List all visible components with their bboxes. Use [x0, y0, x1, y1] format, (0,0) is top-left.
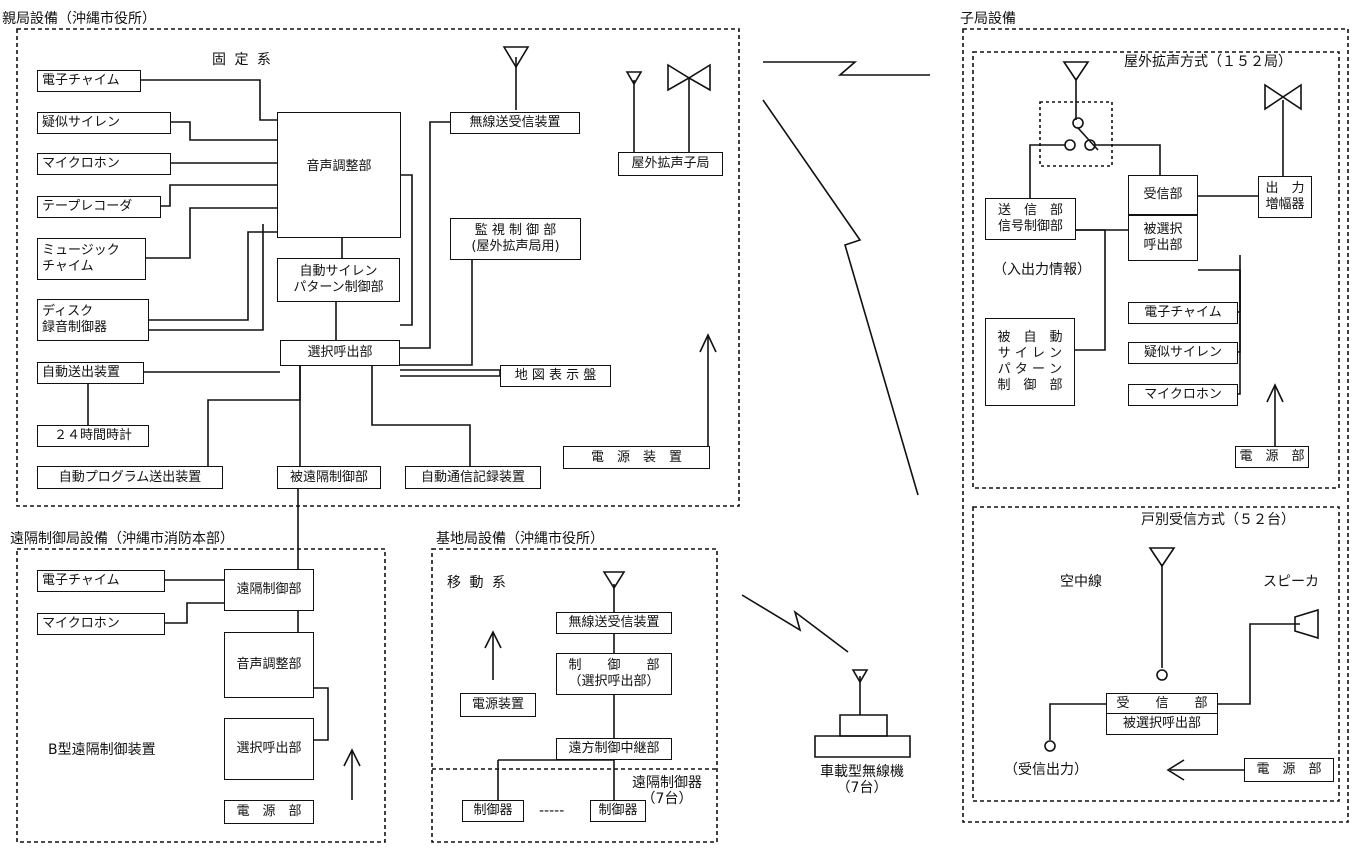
source-microphone: マイクロホン [37, 153, 171, 175]
outdoor-speaker-enclosure [972, 51, 1340, 489]
remote-audio-unit: 音声調整部 [224, 632, 314, 698]
child-station-enclosure [962, 28, 1349, 823]
remote-controlled-unit: 被遠隔制御部 [277, 466, 381, 489]
base-station-enclosure [431, 548, 718, 843]
controller-7: 制御器 [590, 800, 646, 822]
auto-sender: 自動送出装置 [37, 362, 144, 384]
speaker-label: スピーカ [1263, 574, 1319, 590]
base-power-supply: 電源装置 [460, 693, 536, 717]
parent-station-enclosure [16, 28, 740, 507]
controller-ellipsis: ----- [539, 803, 565, 819]
b-type-remote-device-label: B型遠隔制御装置 [48, 742, 156, 758]
source-pseudo-siren: 疑似サイレン [37, 112, 171, 134]
remote-electronic-chime: 電子チャイム [37, 570, 165, 592]
child-station-title: 子局設備 [960, 11, 1016, 27]
base-radio-transceiver: 無線送受信装置 [556, 612, 672, 634]
auto-program-sender: 自動プログラム送出装置 [37, 466, 223, 489]
child-microphone: マイクロホン [1128, 384, 1238, 406]
child-called-unit: 被選択 呼出部 [1128, 215, 1198, 261]
house-called-unit: 被選択呼出部 [1106, 713, 1218, 735]
radio-transceiver: 無線送受信装置 [450, 112, 580, 134]
fixed-system-label: 固 定 系 [212, 52, 273, 68]
transmitter-signal-controller: 送 信 部 信号制御部 [985, 198, 1076, 240]
io-info-label: （入出力情報） [993, 262, 1091, 278]
outdoor-speaker-substation: 屋外拡声子局 [618, 152, 723, 176]
house-power-unit: 電 源 部 [1244, 758, 1334, 782]
outdoor-speaker-title: 屋外拡声方式（１５２局） [1124, 54, 1292, 70]
mobile-system-label: 移 動 系 [447, 575, 508, 591]
audio-adjustment-unit: 音声調整部 [277, 112, 401, 238]
monitor-control-unit: 監 視 制 御 部 (屋外拡声局用) [450, 218, 581, 260]
auto-communication-recorder: 自動通信記録装置 [405, 466, 541, 489]
source-disc-recorder: ディスク 録音制御器 [37, 299, 149, 341]
house-receiver-title: 戸別受信方式（５２台） [1141, 512, 1295, 528]
auto-siren-pattern-control-unit: 被 自 動 サ イ レ ン パ タ ー ン 制 御 部 [985, 318, 1075, 406]
parent-power-supply: 電 源 装 置 [563, 446, 710, 469]
house-receiver-unit: 受 信 部 [1106, 693, 1218, 715]
remote-controller-label: 遠隔制御器 （7台） [632, 775, 702, 807]
output-amplifier: 出 力 増幅器 [1258, 176, 1312, 218]
child-electronic-chime: 電子チャイム [1128, 302, 1238, 324]
antenna-label: 空中線 [1060, 574, 1102, 590]
selective-calling-unit: 選択呼出部 [280, 340, 400, 366]
base-control-unit: 制 御 部 （選択呼出部） [556, 653, 672, 695]
remote-microphone: マイクロホン [37, 613, 165, 635]
child-power-unit: 電 源 部 [1235, 446, 1309, 468]
remote-station-enclosure [16, 548, 386, 843]
controller-1: 制御器 [462, 800, 524, 822]
map-display-board: 地 図 表 示 盤 [500, 365, 611, 387]
receive-output-label: （受信出力） [1004, 762, 1088, 778]
vehicle-radio-label: 車載型無線機 （7台） [820, 764, 904, 796]
24h-clock: ２４時間時計 [37, 425, 149, 447]
child-receiver: 受信部 [1128, 175, 1198, 215]
house-receiver-enclosure [972, 506, 1340, 802]
remote-relay-unit: 遠方制御中継部 [556, 738, 672, 760]
auto-siren-pattern-controller: 自動サイレン パターン制御部 [277, 258, 400, 302]
parent-station-title: 親局設備（沖縄市役所） [2, 11, 156, 27]
base-station-title: 基地局設備（沖縄市役所） [436, 531, 604, 547]
remote-station-title: 遠隔制御局設備（沖縄市消防本部） [10, 531, 234, 547]
source-music-chime: ミュージック チャイム [37, 238, 146, 280]
source-electronic-chime: 電子チャイム [37, 70, 141, 92]
source-tape-recorder: テープレコーダ [37, 196, 161, 218]
remote-control-unit: 遠隔制御部 [224, 569, 314, 611]
child-pseudo-siren: 疑似サイレン [1128, 342, 1238, 364]
remote-power-unit: 電 源 部 [224, 800, 314, 824]
remote-selector-unit: 選択呼出部 [224, 718, 314, 780]
